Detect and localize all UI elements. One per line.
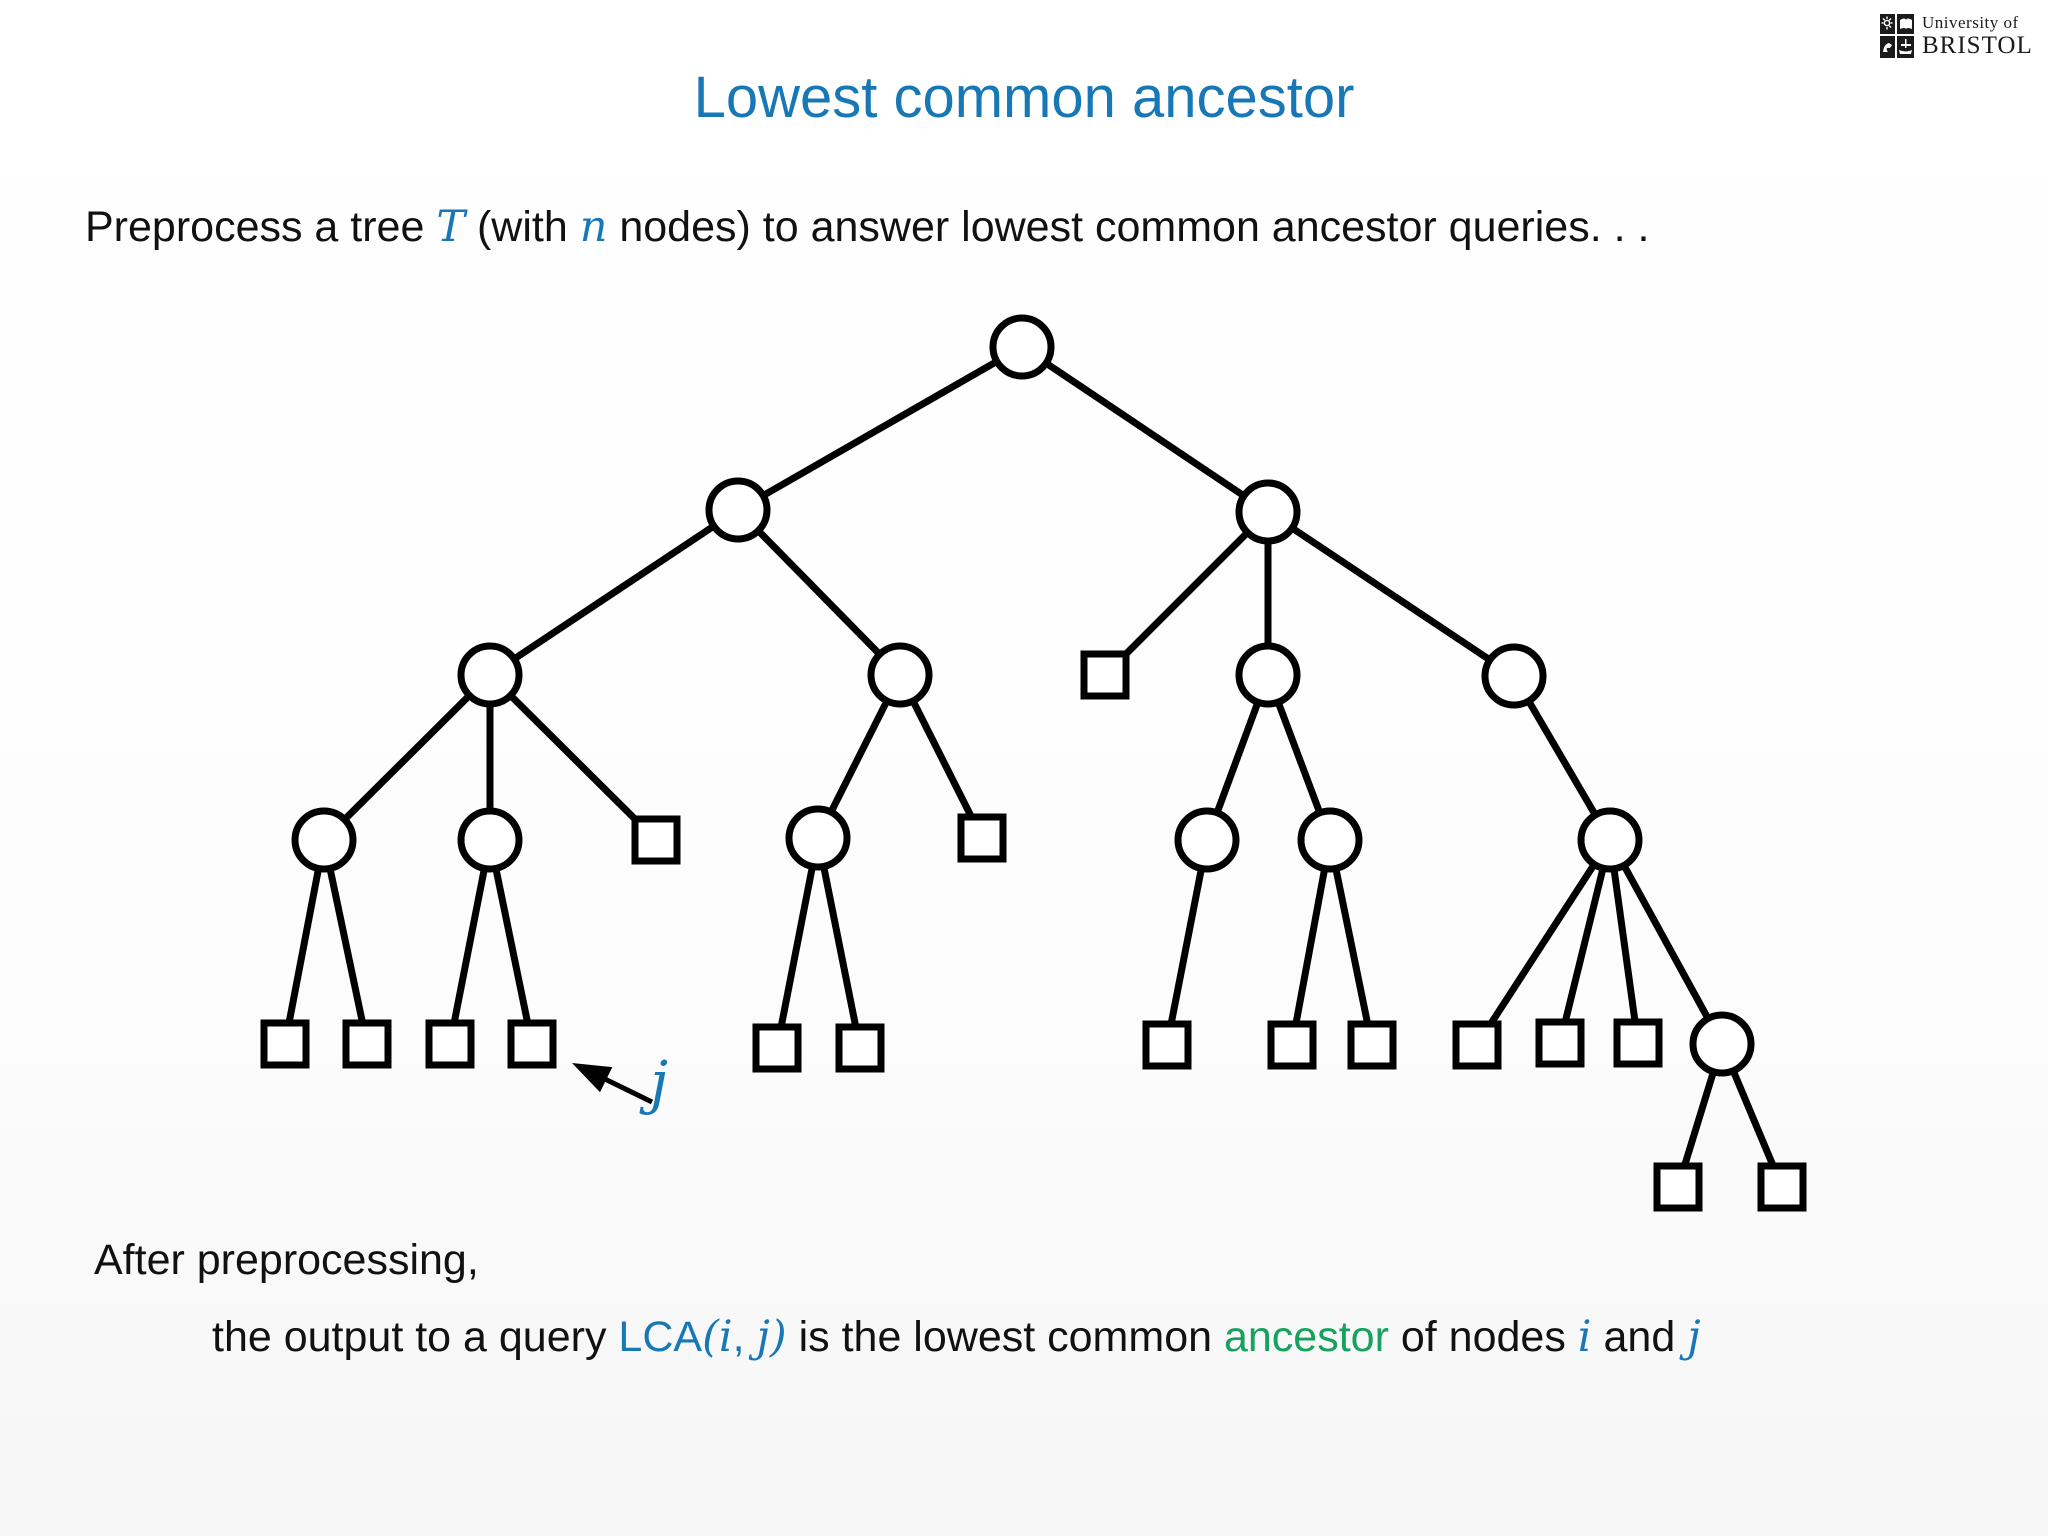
comma: , bbox=[732, 1313, 757, 1361]
tree-edge-b-g bbox=[487, 672, 659, 843]
tree-node-square-e2 bbox=[342, 1019, 392, 1069]
arrow-shaft bbox=[601, 1075, 654, 1105]
tree-edge-h-h1 bbox=[773, 837, 822, 1049]
tree-node-square-h2 bbox=[835, 1023, 885, 1073]
tree-node-square-m2 bbox=[1347, 1020, 1397, 1070]
math-symbol-n: n bbox=[579, 202, 608, 252]
tree-edge-p-q bbox=[1606, 838, 1726, 1046]
tree-node-circle-d bbox=[1235, 479, 1301, 545]
tree-node-square-p2 bbox=[1535, 1018, 1585, 1068]
tree-edge-h-h2 bbox=[814, 837, 864, 1049]
tree-node-square-i1 bbox=[957, 813, 1007, 863]
tree-edge-d-j1 bbox=[1102, 509, 1271, 678]
tree-node-square-p1 bbox=[1452, 1020, 1502, 1070]
tree-edge-m-m1 bbox=[1288, 839, 1334, 1046]
tree-node-square-f2 bbox=[507, 1019, 557, 1069]
tree-node-circle-b bbox=[457, 642, 523, 708]
tree-node-square-e1 bbox=[260, 1019, 310, 1069]
math-symbol-i: i bbox=[718, 1312, 733, 1362]
tree-edge-l-l1 bbox=[1163, 839, 1211, 1046]
tree-node-square-m1 bbox=[1267, 1020, 1317, 1070]
tree-edge-root-d bbox=[1020, 344, 1270, 515]
tree-edge-e-e2 bbox=[320, 839, 371, 1045]
tree-node-circle-k bbox=[1235, 642, 1301, 708]
university-logo: University of BRISTOL bbox=[1880, 14, 2033, 58]
arrow-label-j: j bbox=[650, 1048, 668, 1116]
tree-node-circle-root bbox=[989, 314, 1055, 380]
tree-node-square-f1 bbox=[425, 1019, 475, 1069]
tree-node-circle-p bbox=[1577, 807, 1643, 873]
tree-node-square-q2 bbox=[1757, 1162, 1807, 1212]
tree-node-square-q1 bbox=[1653, 1162, 1703, 1212]
outro-text: the output to a query bbox=[212, 1313, 619, 1361]
outro-text: of nodes bbox=[1388, 1313, 1578, 1361]
tree-edge-e-e1 bbox=[281, 839, 328, 1045]
tree-edge-f-f1 bbox=[446, 839, 494, 1045]
query-description-text: the output to a query LCA(i, j) is the l… bbox=[212, 1312, 1701, 1362]
outro-text: is the lowest common bbox=[786, 1313, 1224, 1361]
lca-text: LCA bbox=[618, 1313, 703, 1361]
tree-edge-m-m2 bbox=[1326, 839, 1376, 1046]
bristol-text: BRISTOL bbox=[1922, 32, 2033, 59]
after-preprocessing-text: After preprocessing, bbox=[94, 1236, 479, 1284]
tree-node-square-h1 bbox=[752, 1023, 802, 1073]
tree-node-square-p3 bbox=[1613, 1018, 1663, 1068]
tree-node-circle-c bbox=[867, 642, 933, 708]
tree-node-circle-a bbox=[705, 477, 771, 543]
tree-edge-root-a bbox=[736, 343, 1024, 514]
tree-edge-b-e bbox=[321, 672, 493, 843]
tree-edge-f-f2 bbox=[486, 839, 536, 1045]
math-symbol-j: j bbox=[756, 1312, 770, 1362]
tree-node-square-g bbox=[631, 815, 681, 865]
tree-node-circle-h bbox=[785, 805, 851, 871]
tree-edge-a-c bbox=[735, 507, 903, 678]
math-symbol-T: T bbox=[436, 202, 466, 252]
university-wordmark: University of BRISTOL bbox=[1922, 14, 2033, 58]
paren-open: ( bbox=[702, 1312, 719, 1362]
tree-node-circle-f bbox=[457, 807, 523, 873]
paren-close: ) bbox=[769, 1312, 787, 1362]
intro-text: nodes) to answer lowest common ancestor … bbox=[607, 203, 1650, 251]
ancestor-text: ancestor bbox=[1223, 1313, 1389, 1361]
tree-edge-p-p3 bbox=[1606, 839, 1642, 1044]
university-of-text: University of bbox=[1922, 13, 2019, 32]
tree-node-circle-e bbox=[291, 807, 357, 873]
tree-node-square-l1 bbox=[1142, 1020, 1192, 1070]
tree-edge-d-n bbox=[1266, 509, 1516, 679]
outro-text: and bbox=[1591, 1313, 1688, 1361]
intro-text: Preprocess a tree bbox=[85, 203, 437, 251]
page-title: Lowest common ancestor bbox=[693, 65, 1355, 130]
tree-node-circle-n bbox=[1481, 643, 1547, 709]
intro-sentence: Preprocess a tree T (with n nodes) to an… bbox=[85, 202, 1649, 252]
tree-edge-a-b bbox=[488, 507, 740, 678]
tree-node-circle-l bbox=[1174, 807, 1240, 873]
tree-node-circle-q bbox=[1689, 1011, 1755, 1077]
math-symbol-i2: i bbox=[1577, 1312, 1592, 1362]
tree-edge-p-p1 bbox=[1474, 838, 1613, 1047]
arrow-head-icon bbox=[572, 1063, 613, 1093]
university-crest-icon bbox=[1880, 14, 1914, 58]
math-symbol-j2: j bbox=[1687, 1312, 1701, 1362]
tree-edge-p-p2 bbox=[1556, 839, 1614, 1044]
tree-node-circle-m bbox=[1297, 807, 1363, 873]
intro-text: (with bbox=[465, 203, 580, 251]
tree-node-square-j1 bbox=[1080, 650, 1130, 700]
